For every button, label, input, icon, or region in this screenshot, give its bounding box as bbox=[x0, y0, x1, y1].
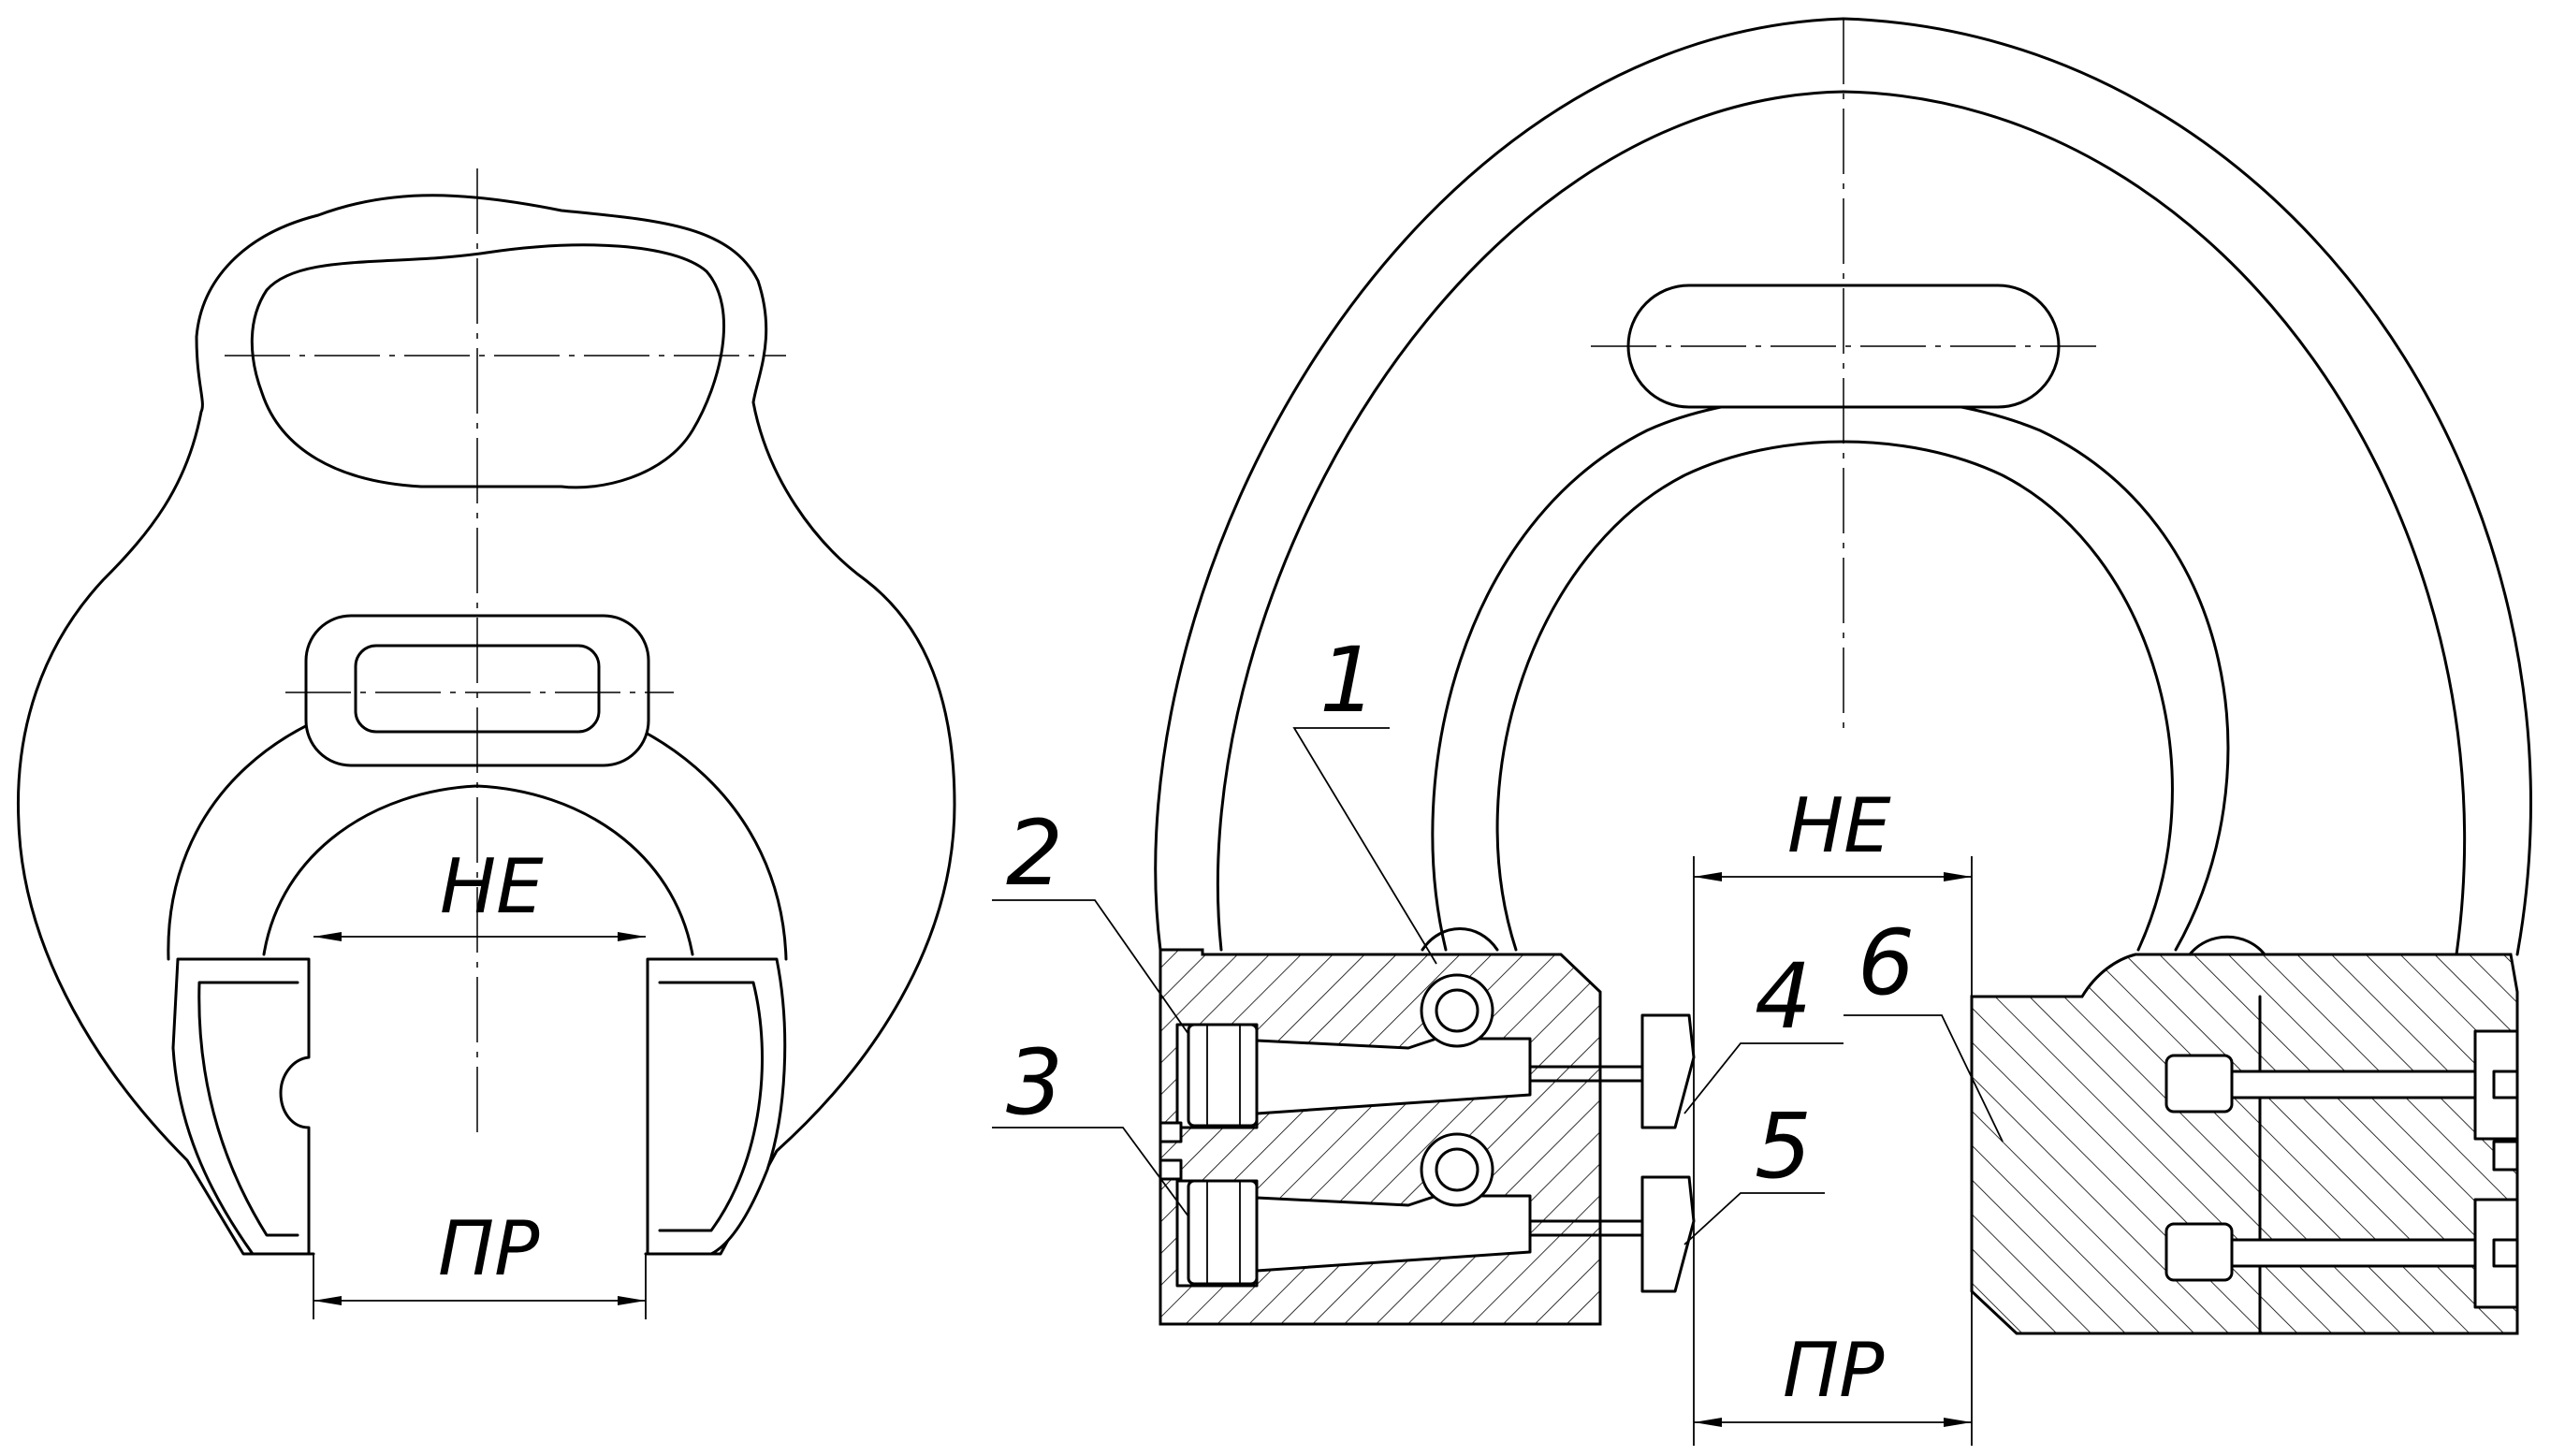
screw-right-lower bbox=[2164, 1222, 2234, 1282]
right-dim-top-label: НЕ bbox=[1787, 782, 1891, 869]
tip-lower bbox=[1640, 1175, 1696, 1293]
pivot-pin-upper bbox=[1420, 973, 1494, 1048]
right-outer-arc-inner bbox=[1216, 90, 2467, 956]
callout-1-leader bbox=[1292, 727, 1437, 965]
right-right-block-outline bbox=[1970, 953, 2519, 1335]
screw-head-upper bbox=[1187, 1023, 1259, 1128]
block-notch-2 bbox=[1159, 1158, 1183, 1181]
callout-6-leader bbox=[1844, 1014, 2004, 1143]
screw-right-upper bbox=[2164, 1054, 2234, 1114]
left-view: НЕ ПР bbox=[16, 168, 956, 1319]
left-jaw-left-inner bbox=[197, 981, 299, 1237]
callout-1: 1 bbox=[1319, 628, 1377, 733]
callout-4-leader bbox=[1683, 1042, 1844, 1114]
pivot-pin-lower bbox=[1420, 1132, 1494, 1207]
block-notch bbox=[1159, 1121, 1183, 1143]
right-ring-inner bbox=[1495, 440, 2174, 952]
callout-4: 4 bbox=[1755, 944, 1812, 1049]
callout-5: 5 bbox=[1755, 1094, 1812, 1199]
tip-upper bbox=[1640, 1013, 1696, 1129]
left-dim-bottom-label: ПР bbox=[438, 1205, 540, 1292]
right-block-notch bbox=[2492, 1140, 2519, 1172]
left-jaw-right-inner bbox=[658, 981, 764, 1232]
callout-5-leader bbox=[1683, 1192, 1825, 1245]
left-body-outline bbox=[16, 194, 956, 1256]
callout-3-leader bbox=[992, 1127, 1189, 1217]
left-dim-top-label: НЕ bbox=[440, 843, 544, 930]
left-handle-hole bbox=[250, 243, 726, 489]
left-jaw-right bbox=[646, 957, 787, 1256]
callout-2: 2 bbox=[1006, 801, 1063, 906]
callout-3: 3 bbox=[1006, 1030, 1063, 1135]
right-dim-bottom-label: ПР bbox=[1783, 1327, 1885, 1414]
callout-2-leader bbox=[992, 899, 1189, 1035]
left-jaw-left bbox=[171, 957, 311, 1256]
right-view: НЕ ПР 1 2 3 4 5 6 bbox=[992, 17, 2532, 1446]
screw-head-lower bbox=[1187, 1179, 1259, 1286]
screw-right-lower-head bbox=[2473, 1198, 2519, 1309]
callout-6: 6 bbox=[1858, 910, 1915, 1015]
